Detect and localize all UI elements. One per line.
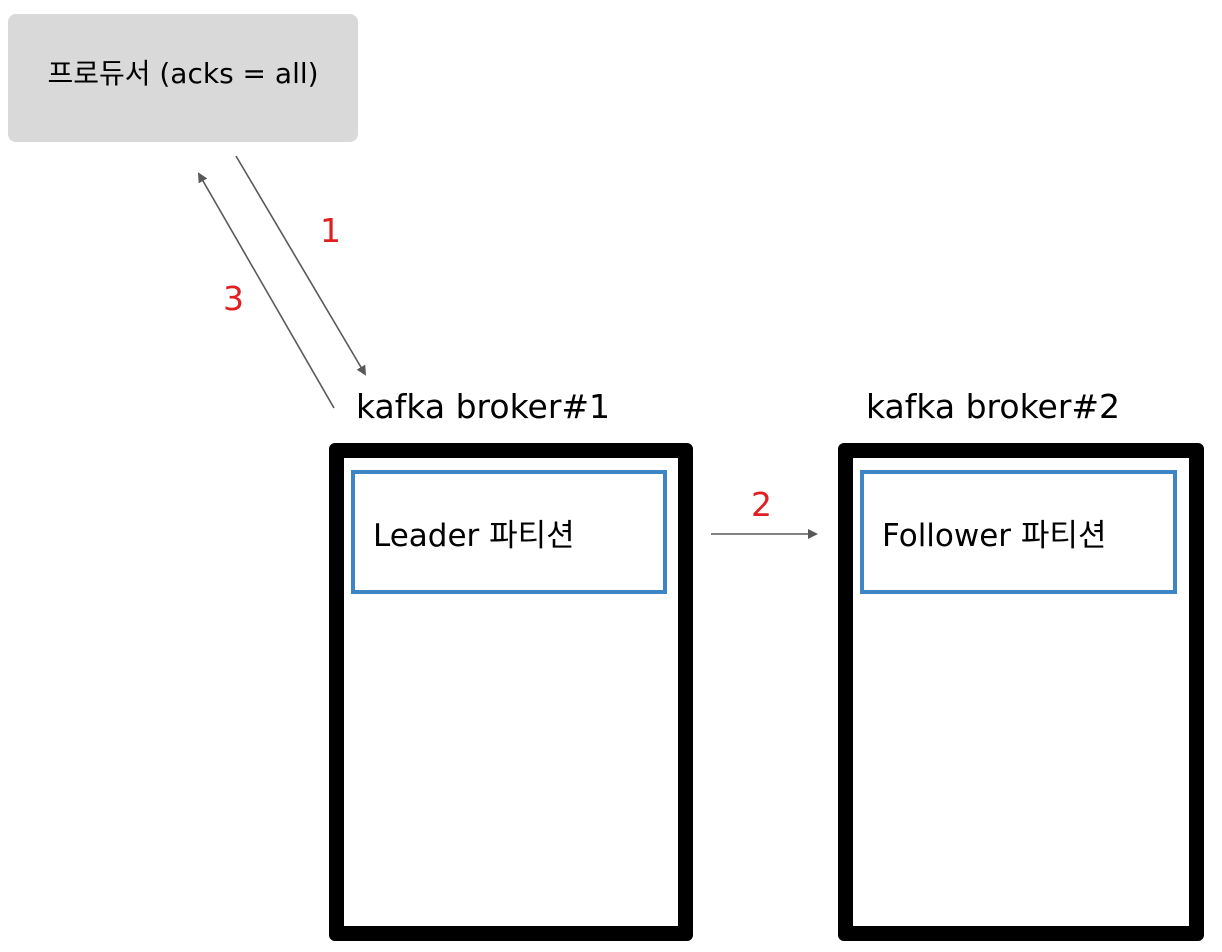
arrow-step-3 <box>198 172 335 409</box>
follower-partition-box: Follower 파티션 <box>860 470 1177 594</box>
producer-label: 프로듀서 (acks = all) <box>47 57 319 90</box>
producer-box: 프로듀서 (acks = all) <box>8 14 358 142</box>
step-3-label: 3 <box>223 279 244 318</box>
step-1-label: 1 <box>320 211 341 250</box>
broker-1-box: Leader 파티션 <box>329 443 693 941</box>
broker-1-title: kafka broker#1 <box>356 387 611 426</box>
broker-2-title: kafka broker#2 <box>866 387 1121 426</box>
leader-partition-label: Leader 파티션 <box>373 517 575 554</box>
step-2-label: 2 <box>751 485 772 524</box>
leader-partition-box: Leader 파티션 <box>351 470 667 594</box>
follower-partition-label: Follower 파티션 <box>882 517 1107 554</box>
broker-2-box: Follower 파티션 <box>838 443 1204 941</box>
arrow-step-1 <box>235 155 367 376</box>
